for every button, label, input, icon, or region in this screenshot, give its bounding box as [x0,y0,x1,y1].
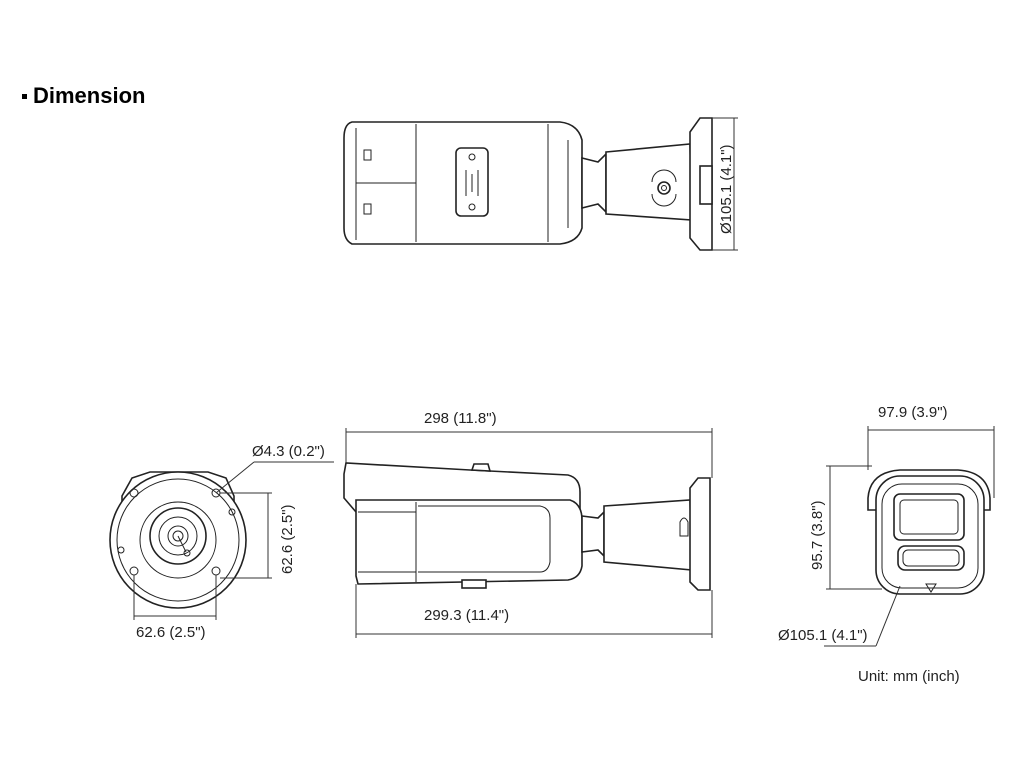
rear-view-camera [867,469,991,595]
horizontal-spacing-label: 62.6 (2.5") [136,624,206,641]
bullet-icon [22,93,27,99]
hole-diameter-label: Ø4.3 (0.2") [252,443,325,460]
front-hole-dimension: Ø4.3 (0.2") [215,443,334,494]
vertical-spacing-label: 62.6 (2.5") [279,504,296,574]
rear-width-label: 97.9 (3.9") [878,404,948,421]
unit-note: Unit: mm (inch) [858,668,960,685]
length-bottom-label: 299.3 (11.4") [424,607,509,624]
top-view-camera [343,117,713,251]
side-length-top-dimension: 298 (11.8") [345,410,713,478]
rear-mount-diameter-label: Ø105.1 (4.1") [778,627,868,644]
section-heading: Dimension [22,83,145,109]
side-view-camera [343,462,711,591]
heading-text: Dimension [33,83,146,108]
rear-mount-dimension: Ø105.1 (4.1") [778,585,901,647]
length-top-label: 298 (11.8") [424,410,497,427]
front-horizontal-dimension: 62.6 (2.5") [133,575,217,641]
top-mount-diameter-label: Ø105.1 (4.1") [718,144,735,234]
front-view-camera [109,471,247,609]
rear-height-dimension: 95.7 (3.8") [809,465,882,590]
side-length-bottom-dimension: 299.3 (11.4") [355,584,713,638]
top-mount-dimension: Ø105.1 (4.1") [712,117,738,251]
rear-width-dimension: 97.9 (3.9") [867,404,995,498]
rear-height-label: 95.7 (3.8") [809,500,826,570]
front-vertical-dimension: 62.6 (2.5") [220,492,296,579]
